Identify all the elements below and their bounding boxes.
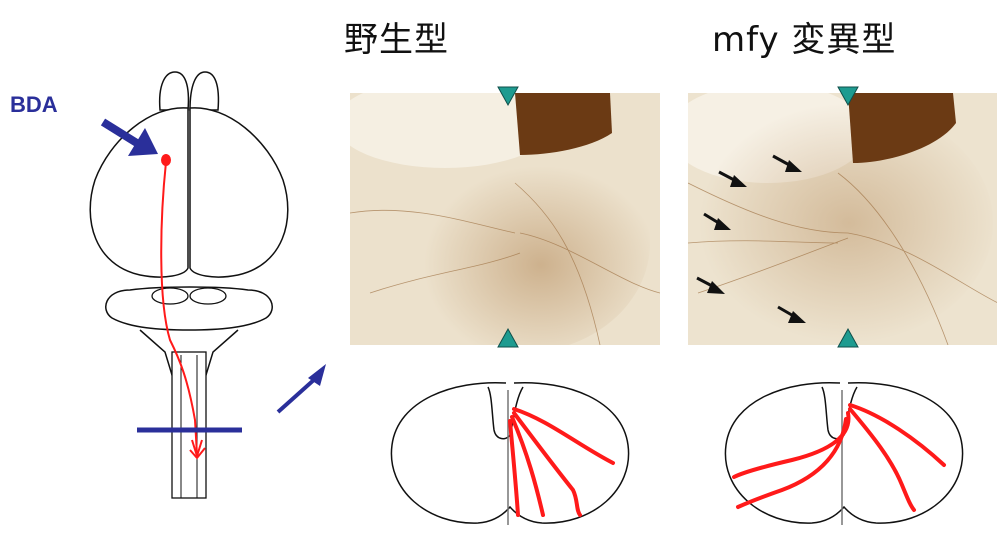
- arrow-pointer-icon: [719, 172, 747, 187]
- triangle-icon: [498, 87, 518, 105]
- mutant-cross-section: [722, 375, 982, 535]
- wild-type-cross-section: [388, 375, 638, 535]
- triangle-icon: [498, 329, 518, 347]
- arrow-pointer-icon: [704, 214, 731, 230]
- arrow-pointer-icon: [778, 307, 806, 323]
- triangle-icon: [838, 329, 858, 347]
- arrow-pointer-icon: [773, 156, 802, 172]
- arrow-pointer-icon: [697, 278, 725, 294]
- triangle-icon: [838, 87, 858, 105]
